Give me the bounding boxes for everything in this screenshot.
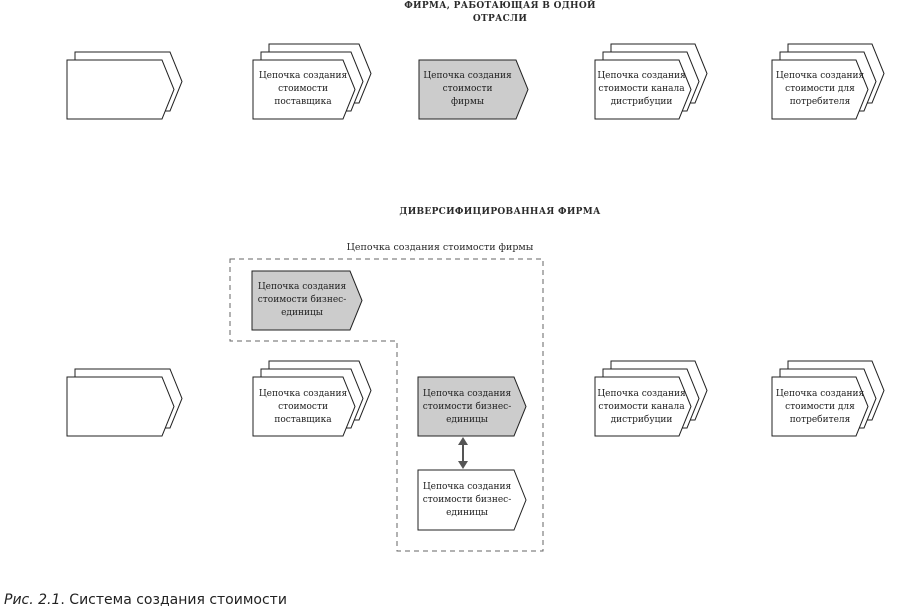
business-unit-label-middle: Цепочка создания стоимости бизнес- едини… <box>422 388 512 425</box>
double-arrow-head-down <box>458 461 468 469</box>
consumer-chain-label-bottom: Цепочка создания стоимости для потребите… <box>775 388 865 425</box>
firm-value-chain-label: Цепочка создания стоимости фирмы <box>346 242 534 253</box>
section-title-single-industry: ФИРМА, РАБОТАЮЩАЯ В ОДНОЙ ОТРАСЛИ <box>404 1 596 24</box>
business-unit-label-lower: Цепочка создания стоимости бизнес- едини… <box>422 481 512 518</box>
business-unit-chain-middle <box>417 376 527 437</box>
supplier-chain-top-layer-0 <box>252 59 356 120</box>
supplier-chain-label-bottom: Цепочка создания стоимости поставщика <box>258 388 348 425</box>
firm-chain-top <box>418 59 529 120</box>
figure-caption-text: . Система создания стоимости <box>60 592 287 608</box>
double-arrow-head-up <box>458 437 468 445</box>
business-unit-label-top: Цепочка создания стоимости бизнес- едини… <box>257 281 347 318</box>
business-unit-chain-lower <box>417 469 527 531</box>
firm-boundary-dashed <box>229 258 544 552</box>
generic-chain-bottom-layer-0 <box>66 376 175 437</box>
channel-chain-label-bottom: Цепочка создания стоимости канала дистри… <box>597 388 686 425</box>
firm-chain-label-top: Цепочка создания стоимости фирмы <box>423 70 512 107</box>
figure-number: Рис. 2.1 <box>4 592 61 608</box>
consumer-chain-bottom-layer-0 <box>771 376 869 437</box>
supplier-chain-bottom-layer-0 <box>252 376 356 437</box>
generic-chain-top-layer-0 <box>66 59 175 120</box>
figure-caption: Рис. 2.1. Система создания стоимости <box>4 592 287 608</box>
channel-chain-label-top: Цепочка создания стоимости канала дистри… <box>597 70 686 107</box>
section-title-diversified: ДИВЕРСИФИЦИРОВАННАЯ ФИРМА <box>399 207 601 217</box>
consumer-chain-label-top: Цепочка создания стоимости для потребите… <box>775 70 865 107</box>
business-unit-chain-top <box>251 270 363 331</box>
channel-chain-top-layer-0 <box>594 59 692 120</box>
channel-chain-bottom-layer-0 <box>594 376 692 437</box>
supplier-chain-label-top: Цепочка создания стоимости поставщика <box>258 70 348 107</box>
consumer-chain-top-layer-0 <box>771 59 869 120</box>
